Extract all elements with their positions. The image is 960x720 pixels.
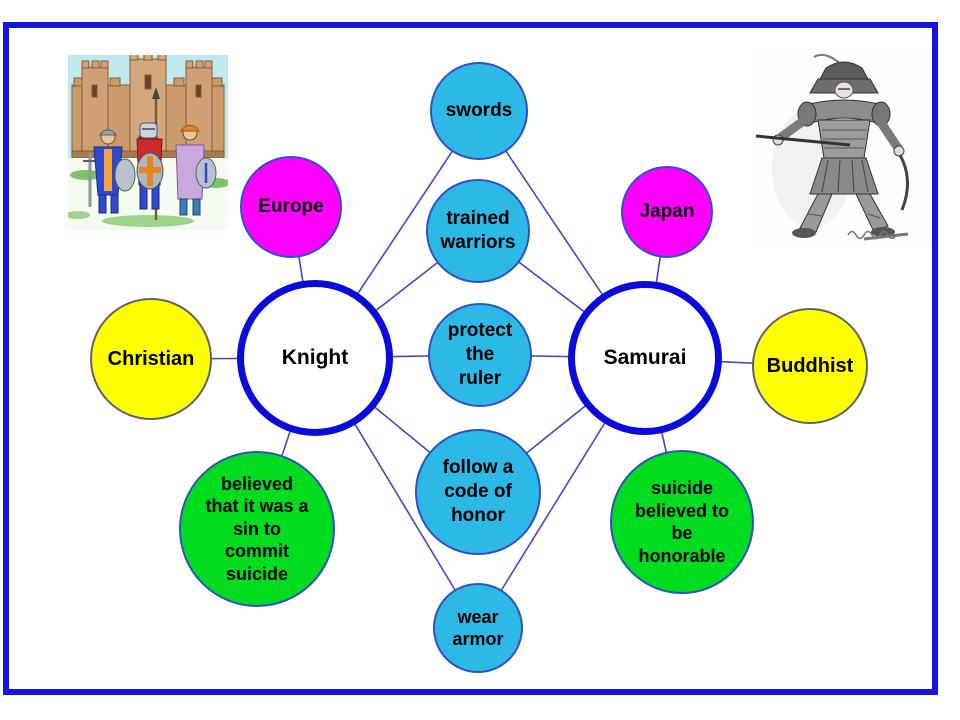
node-knight-suicide-belief-label: believed that it was a sin to commit sui… — [205, 473, 309, 584]
node-shared-code-of-honor: follow a code of honor — [415, 429, 541, 555]
node-knight: Knight — [237, 280, 393, 436]
node-shared-wear-armor: wear armor — [433, 583, 523, 673]
samurai-sketch-image — [752, 48, 930, 244]
node-shared-protect-the-ruler: protect the ruler — [428, 303, 532, 407]
node-samurai-label: Samurai — [603, 345, 687, 369]
node-knight-suicide-belief: believed that it was a sin to commit sui… — [179, 451, 335, 607]
samurai-figure — [755, 53, 909, 241]
node-samurai: Samurai — [568, 281, 722, 435]
knights-castle-clipart-image — [68, 55, 228, 230]
node-europe: Europe — [240, 156, 342, 258]
node-samurai-suicide-belief: suicide believed to be honorable — [610, 450, 754, 594]
node-shared-trained-warriors: trained warriors — [426, 179, 530, 283]
node-buddhist: Buddhist — [752, 308, 868, 424]
node-shared-swords-label: swords — [445, 100, 513, 122]
node-shared-swords: swords — [430, 62, 528, 160]
node-christian: Christian — [90, 298, 212, 420]
node-shared-wear-armor-label: wear armor — [452, 606, 504, 650]
node-japan: Japan — [621, 166, 713, 258]
knight-figures — [83, 87, 217, 220]
node-samurai-suicide-belief-label: suicide believed to be honorable — [634, 478, 730, 566]
artist-signature — [847, 230, 897, 240]
node-shared-protect-the-ruler-label: protect the ruler — [447, 320, 513, 389]
node-europe-label: Europe — [258, 196, 324, 218]
node-shared-code-of-honor-label: follow a code of honor — [442, 457, 514, 526]
node-knight-label: Knight — [281, 345, 349, 369]
slide-border-frame — [3, 22, 938, 695]
node-shared-trained-warriors-label: trained warriors — [440, 208, 516, 253]
node-japan-label: Japan — [639, 201, 695, 223]
node-buddhist-label: Buddhist — [766, 354, 854, 377]
node-christian-label: Christian — [107, 347, 195, 370]
